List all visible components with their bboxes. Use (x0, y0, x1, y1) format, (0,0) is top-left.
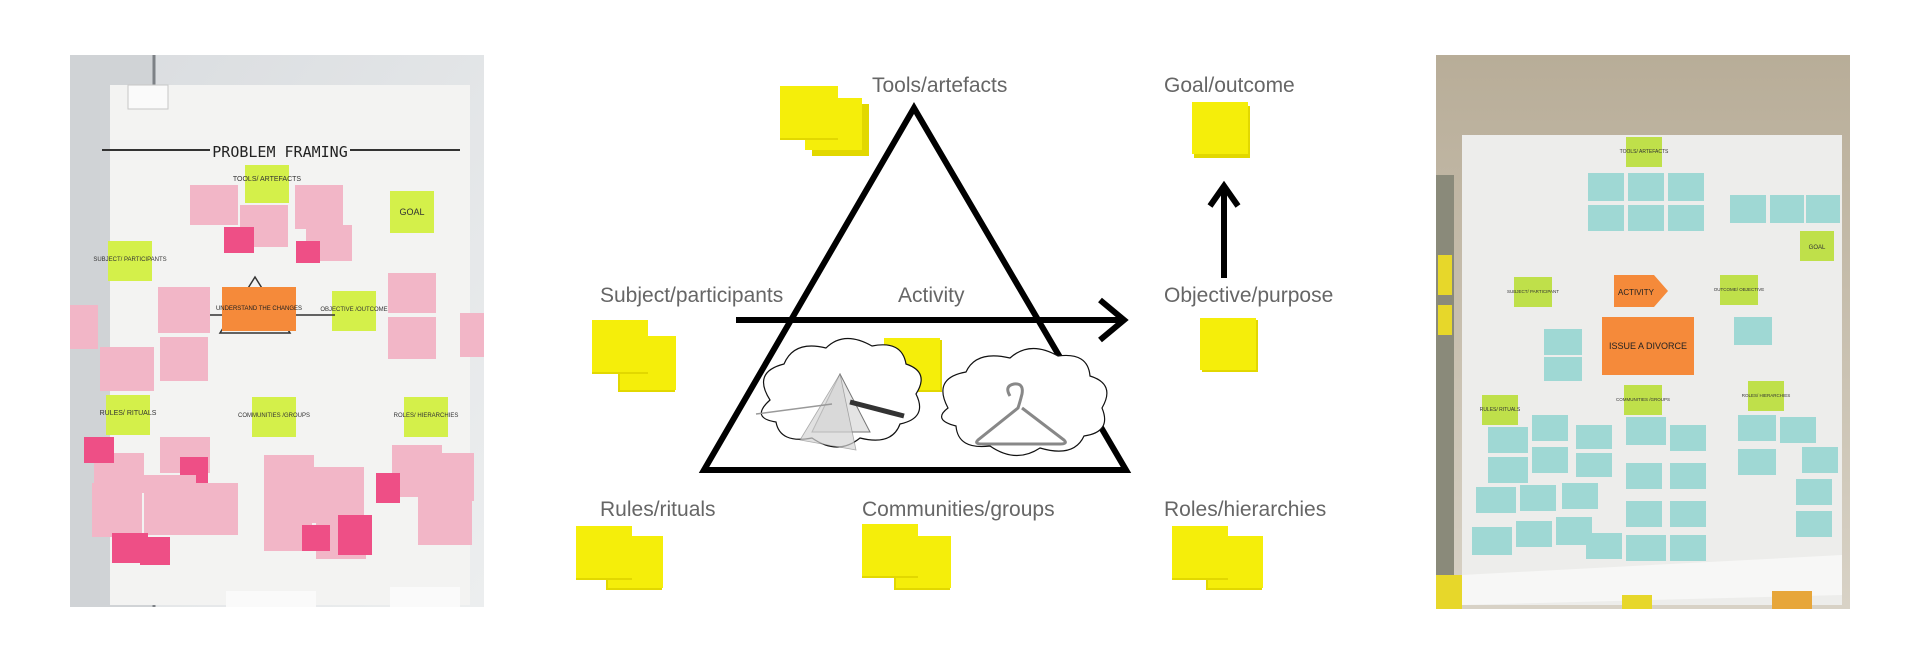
sticky-note-activity (884, 338, 942, 392)
left-note-communities: COMMUNITIES /GROUPS (238, 413, 310, 419)
left-photo-drawing: PROBLEM FRAMING TOOLS/ ARTEFACTS GOAL SU… (70, 55, 484, 607)
right-photo-drawing: TOOLS/ ARTEFACTS GOAL SUBJECT/ PARTICIPA… (1436, 55, 1850, 609)
sticky-note-rules (576, 526, 663, 590)
right-note-goal: GOAL (1809, 245, 1826, 251)
label-communities: Communities/groups (862, 498, 1055, 521)
right-note-activity: ACTIVITY (1618, 288, 1655, 297)
right-note-roles: ROLES/ HIERARCHIES (1742, 393, 1791, 398)
sticky-note-subject (592, 320, 676, 392)
sticky-note-roles (1172, 526, 1263, 590)
sticky-note-communities (862, 524, 951, 590)
sticky-note-goal (1192, 102, 1250, 158)
label-objective: Objective/purpose (1164, 284, 1334, 307)
right-note-communities: COMMUNITIES /GROUPS (1616, 397, 1670, 402)
left-note-subject: SUBJECT/ PARTICIPANTS (93, 257, 166, 263)
label-tools: Tools/artefacts (872, 74, 1008, 97)
right-note-issue: ISSUE A DIVORCE (1609, 341, 1687, 351)
label-rules: Rules/rituals (600, 498, 716, 521)
label-goal: Goal/outcome (1164, 74, 1295, 97)
left-note-activity: UNDERSTAND THE CHANGES (216, 306, 302, 312)
right-note-subject: SUBJECT/ PARTICIPANT (1507, 289, 1559, 294)
right-note-objective: OUTCOME/ OBJECTIVE (1714, 287, 1765, 292)
thought-cloud-hanger (941, 347, 1108, 457)
left-note-objective: OBJECTIVE /OUTCOME (320, 307, 387, 313)
left-workshop-photo: PROBLEM FRAMING TOOLS/ ARTEFACTS GOAL SU… (70, 55, 484, 607)
left-note-tools: TOOLS/ ARTEFACTS (233, 176, 302, 183)
left-photo-title: PROBLEM FRAMING (212, 143, 347, 161)
label-activity: Activity (898, 284, 965, 307)
sticky-note-objective (1200, 318, 1258, 372)
sticky-note-tools (780, 86, 869, 156)
label-subject: Subject/participants (600, 284, 784, 307)
left-note-goal: GOAL (399, 207, 424, 217)
left-note-roles: ROLES/ HIERARCHIES (394, 413, 459, 419)
right-note-rules: RULES/ RITUALS (1480, 407, 1521, 413)
thought-cloud-tools (755, 337, 922, 451)
label-roles: Roles/hierarchies (1164, 498, 1327, 521)
left-note-rules: RULES/ RITUALS (100, 410, 157, 417)
activity-arrow-head (1098, 297, 1129, 343)
right-workshop-photo: TOOLS/ ARTEFACTS GOAL SUBJECT/ PARTICIPA… (1436, 55, 1850, 609)
right-note-tools: TOOLS/ ARTEFACTS (1620, 149, 1669, 155)
goal-arrow-head (1207, 180, 1241, 208)
